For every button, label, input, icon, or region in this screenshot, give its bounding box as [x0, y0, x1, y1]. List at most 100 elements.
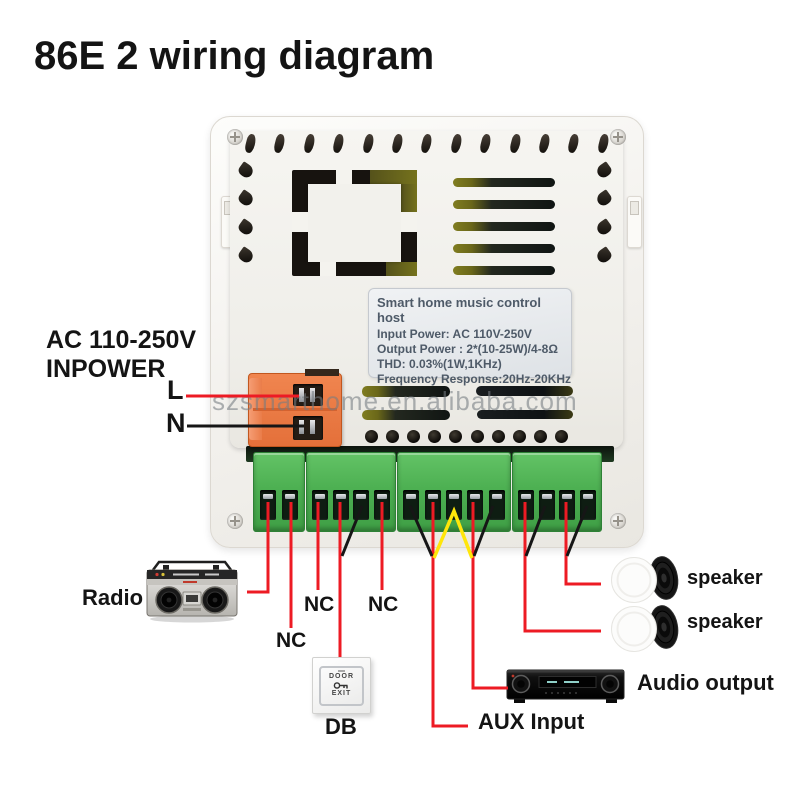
vent-slot	[453, 222, 555, 231]
terminal-hole	[260, 490, 276, 520]
vent-slot	[453, 200, 555, 209]
vent-notch	[479, 133, 493, 154]
spec-line: Input Power: AC 110V-250V	[377, 327, 532, 341]
live-terminal-socket	[293, 384, 323, 406]
door-button-slot	[338, 670, 345, 672]
neutral-terminal-socket	[293, 416, 323, 440]
door-button-text-top: DOOR	[329, 673, 354, 680]
door-button-label: DB	[325, 714, 357, 739]
vent-slot	[362, 410, 450, 420]
screw-icon	[227, 513, 243, 529]
vent-hole	[533, 430, 547, 443]
screw-icon	[610, 513, 626, 529]
side-vent-slot	[594, 189, 614, 209]
vent-slot	[476, 386, 573, 396]
spec-label-sticker: Smart home music control host Input Powe…	[368, 288, 572, 386]
cutout-gap	[336, 170, 352, 184]
side-vent-slot	[236, 189, 256, 209]
terminal-holes	[307, 490, 395, 529]
ac-heading-line2: INPOWER	[46, 355, 166, 383]
vent-hole	[386, 430, 400, 443]
terminal-hole	[559, 490, 576, 520]
vent-slot	[362, 386, 450, 397]
neutral-label: N	[166, 408, 186, 438]
vent-notch	[537, 133, 552, 154]
vent-hole	[554, 430, 568, 443]
screw-icon	[227, 129, 243, 145]
pcb-glimpse	[386, 262, 417, 276]
door-exit-button-icon: DOOR EXIT	[312, 657, 371, 714]
screw-icon	[610, 129, 626, 145]
vent-hole	[365, 430, 378, 443]
key-icon	[333, 682, 348, 689]
watermark: szsmarthome.en.alibaba.com	[212, 386, 578, 416]
door-exit-button-face: DOOR EXIT	[319, 666, 364, 706]
spec-line: Smart home music control host	[377, 295, 541, 325]
vent-notch	[332, 133, 346, 154]
spec-line: Frequency Response:20Hz-20KHz	[377, 372, 572, 386]
cutout-inner-panel	[308, 184, 401, 262]
live-label: L	[167, 375, 184, 405]
terminal-hole	[311, 490, 328, 520]
nc-label-2: NC	[304, 593, 335, 616]
spec-line: Output Power : 2*(10-25W)/4-8Ω	[377, 342, 558, 356]
terminal-hole	[580, 490, 597, 520]
side-vent-slot	[594, 161, 614, 180]
vent-notch	[567, 133, 581, 154]
vent-notch	[243, 133, 258, 154]
vent-hole	[407, 430, 421, 443]
terminal-block-4	[512, 452, 602, 532]
vent-slot	[453, 244, 555, 253]
ac-heading-line1: AC 110-250V	[46, 326, 197, 354]
speaker-label-1: speaker	[687, 567, 763, 589]
terminal-hole	[538, 490, 555, 520]
ac-input-heading: AC 110-250V INPOWER	[46, 326, 196, 384]
vent-notch	[273, 133, 287, 154]
cutout-gap	[401, 212, 417, 232]
terminal-hole	[332, 490, 349, 520]
vent-hole	[470, 430, 484, 443]
side-vent-slot	[236, 161, 256, 180]
terminal-hole	[282, 490, 298, 520]
terminal-holes	[398, 490, 510, 529]
terminal-hole	[445, 490, 462, 520]
ceiling-speaker-icon-1	[611, 556, 679, 603]
side-vent-slot	[594, 217, 614, 237]
terminal-block-1	[253, 452, 305, 532]
terminal-holes	[254, 490, 304, 529]
side-vent-slot	[236, 217, 256, 237]
cutout-gap	[320, 262, 336, 276]
pcb-glimpse	[370, 170, 417, 184]
square-cutout	[292, 170, 417, 276]
vent-hole	[449, 430, 463, 443]
bottom-vent-notches	[365, 430, 568, 444]
vent-slot	[453, 266, 555, 275]
terminal-holes	[513, 490, 601, 529]
spec-line: THD: 0.03%(1W,1KHz)	[377, 357, 502, 371]
connector-notch	[305, 369, 339, 376]
vent-hole	[491, 430, 505, 443]
left-side-vents	[236, 161, 256, 265]
connector-seam	[253, 408, 337, 411]
vent-hole	[512, 430, 526, 443]
nc-label-3: NC	[368, 593, 399, 616]
right-side-vents	[594, 161, 614, 265]
audio-output-label: Audio output	[637, 670, 774, 695]
terminal-block-3	[397, 452, 511, 532]
page-title: 86E 2 wiring diagram	[34, 34, 435, 78]
side-clip-right	[627, 196, 642, 248]
vent-notch	[302, 133, 316, 154]
vent-slot	[453, 178, 555, 187]
aux-input-label: AUX Input	[478, 709, 585, 734]
nc-label-1: NC	[276, 629, 307, 652]
vent-notch	[508, 133, 522, 154]
vent-notch	[390, 133, 405, 154]
terminal-hole	[374, 490, 391, 520]
terminal-hole	[467, 490, 484, 520]
av-receiver-icon	[506, 669, 625, 703]
radio-label: Radio	[82, 585, 144, 610]
top-vent-notches	[243, 133, 611, 156]
terminal-hole	[517, 490, 534, 520]
cutout-gap	[292, 212, 308, 232]
